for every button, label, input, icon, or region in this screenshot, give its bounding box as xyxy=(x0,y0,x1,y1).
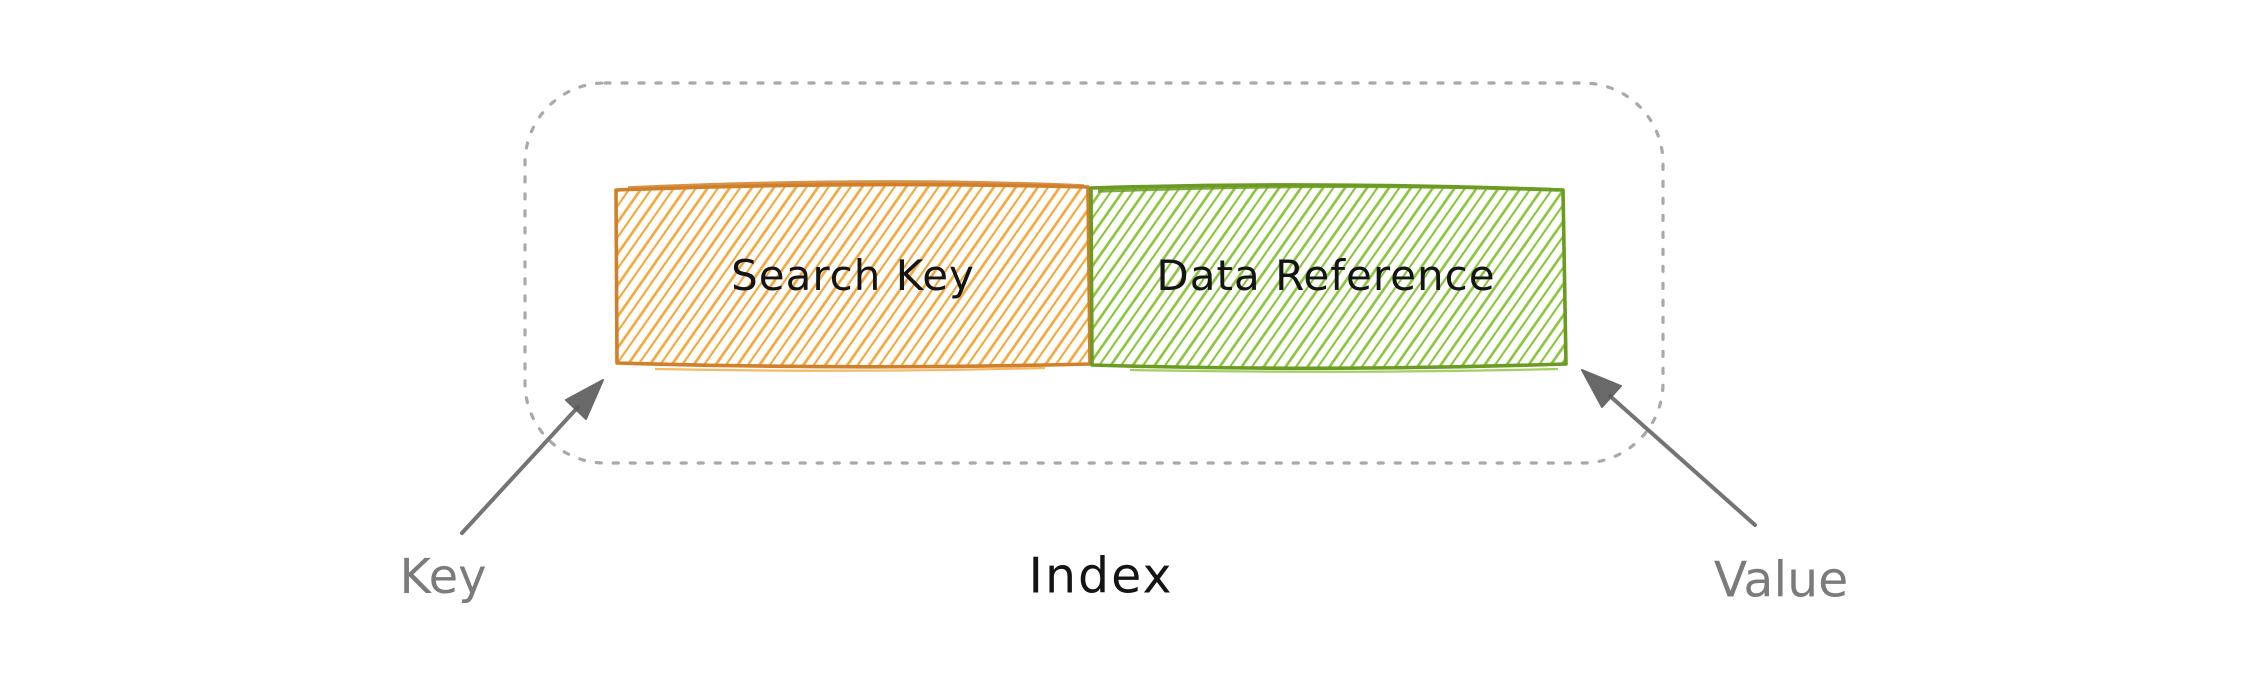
key-arrowhead-icon xyxy=(565,379,604,420)
data-reference-box-sketch-accent-bottom xyxy=(1129,367,1559,373)
search-key-box-sketch-accent-top xyxy=(627,180,1085,190)
key-arrow xyxy=(460,379,604,535)
search-key-box-border xyxy=(614,182,1092,369)
key-annotation-label: Key xyxy=(399,549,487,605)
value-arrow xyxy=(1581,369,1757,527)
data-reference-box-hatch-fill xyxy=(1091,184,1566,369)
value-annotation-label: Value xyxy=(1713,551,1849,609)
value-arrow-line xyxy=(1608,394,1757,527)
index-container-outline xyxy=(523,81,1665,465)
data-reference-box xyxy=(1089,183,1568,373)
index-container-label: Index xyxy=(1028,547,1174,605)
data-reference-box-sketch-accent-top xyxy=(1097,184,1559,193)
search-key-box-hatch-fill xyxy=(616,184,1090,367)
search-key-box-label: Search Key xyxy=(731,251,975,300)
key-arrow-line xyxy=(460,405,580,535)
value-arrowhead-icon xyxy=(1581,369,1622,408)
data-reference-box-label: Data Reference xyxy=(1156,251,1496,300)
search-key-box xyxy=(614,180,1092,372)
data-reference-box-border xyxy=(1089,183,1568,371)
search-key-box-sketch-accent-bottom xyxy=(654,366,1046,372)
